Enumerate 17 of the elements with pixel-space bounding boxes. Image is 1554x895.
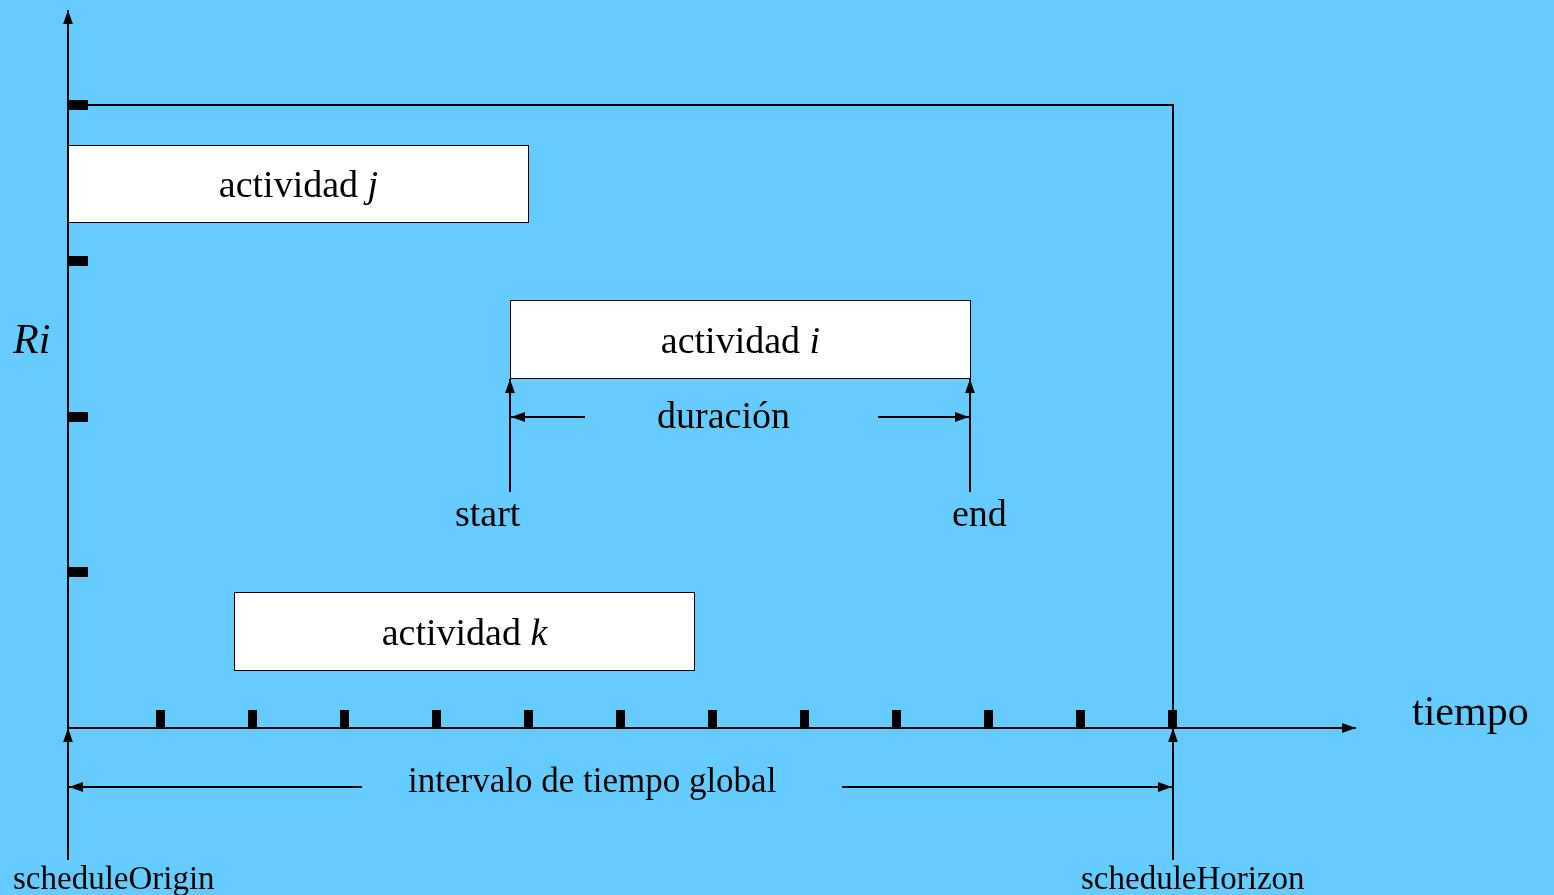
activity-bar	[234, 592, 695, 671]
activity-bar	[510, 300, 971, 379]
activity-label: actividad k	[381, 612, 548, 651]
dimension-label: duración	[657, 396, 790, 434]
activity-bar	[68, 145, 529, 223]
pointer-label: start	[455, 494, 521, 532]
axis-label: Ri	[13, 318, 51, 360]
axis-label: tiempo	[1412, 690, 1529, 732]
pointer-label: scheduleHorizon	[1081, 862, 1305, 895]
leader-line	[1168, 727, 1178, 861]
pointer-label: end	[952, 494, 1007, 532]
leader-line	[505, 378, 515, 493]
leader-line	[63, 727, 73, 861]
leader-line	[965, 378, 975, 493]
activity-label: actividad j	[218, 165, 379, 203]
dimension-label: intervalo de tiempo global	[408, 763, 777, 798]
activity-label: actividad i	[660, 320, 821, 359]
